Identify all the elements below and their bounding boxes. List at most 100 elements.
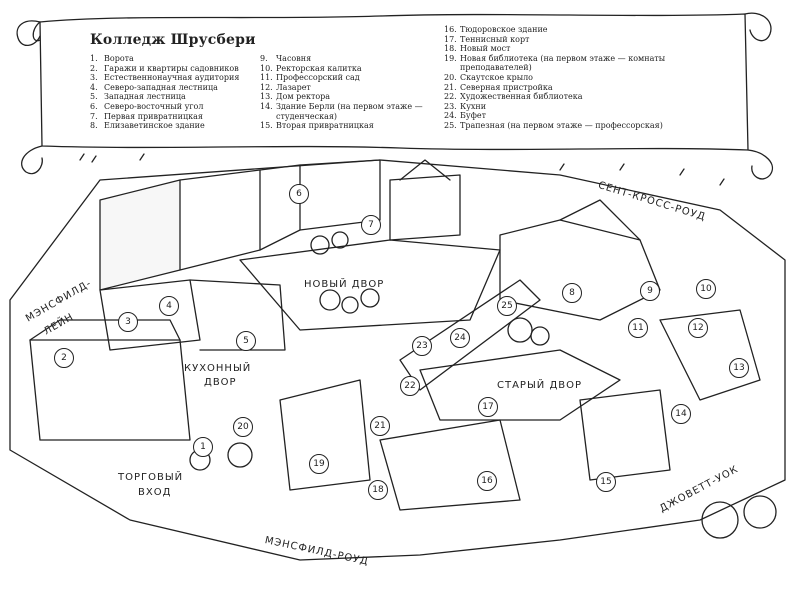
legend-num: 25. [444,120,457,130]
legend-text: Лазарет [276,82,311,92]
legend-item: 14.Здание Берли (на первом этаже — студе… [260,102,445,121]
marker-20: 20 [233,417,253,437]
legend-num: 4. [90,82,98,92]
legend-num: 20. [444,72,457,82]
legend-column-3: 16.Тюдоровское здание 17.Теннисный корт … [444,25,674,131]
legend-item: 6. Северо-восточный угол [90,102,265,112]
marker-15: 15 [596,472,616,492]
label-kitchen-court-2: двор [204,377,237,388]
legend-item: 18.Новый мост [444,44,674,54]
legend-text: Новая библиотека (на первом этаже — комн… [460,53,666,73]
legend-num: 17. [444,34,457,44]
legend-num: 18. [444,44,457,54]
marker-9: 9 [640,281,660,301]
marker-1: 1 [193,437,213,457]
legend-item: 3. Естественнонаучная аудитория [90,73,265,83]
legend-num: 13. [260,92,273,102]
legend-text: Елизаветинское здание [104,121,205,131]
legend-num: 9. [260,54,268,63]
legend-text: Северо-восточный угол [104,101,204,111]
legend-item: 12.Лазарет [260,83,445,93]
legend-text: Ректорская калитка [276,63,362,73]
marker-23: 23 [412,336,432,356]
scroll-banner [16,12,773,180]
marker-8: 8 [562,283,582,303]
legend-item: 22.Художественная библиотека [444,92,674,102]
legend-text: Часовня [276,54,312,63]
marker-12: 12 [688,318,708,338]
legend-text: Ворота [104,54,134,63]
legend-text: Дом ректора [276,92,331,102]
legend-item: 7. Первая привратницкая [90,112,265,122]
legend-text: Теннисный корт [460,34,530,44]
marker-22: 22 [400,376,420,396]
label-trade-entrance-2: вход [138,487,172,498]
legend-num: 5. [90,92,98,102]
legend-text: Первая привратницкая [104,111,203,121]
marker-10: 10 [696,279,716,299]
legend-text: Северная пристройка [460,82,553,92]
marker-2: 2 [54,348,74,368]
legend-num: 22. [444,92,457,102]
legend-item: 4. Северо-западная лестница [90,83,265,93]
legend-text: Профессорский сад [276,73,360,83]
legend-item: 2.Гаражи и квартиры садовников [90,64,265,74]
marker-17: 17 [478,397,498,417]
marker-13: 13 [729,358,749,378]
road-outline [9,159,786,561]
legend-item: 23.Кухни [444,102,674,112]
legend-item: 25.Трапезная (на первом этаже — профессо… [444,121,674,131]
marker-14: 14 [671,404,691,424]
legend-text: Вторая привратницкая [276,121,374,131]
legend-item: 24.Буфет [444,111,674,121]
map-legend: Колледж Шрусбери 1. Ворота 2.Гаражи и ква… [80,25,680,148]
legend-title: Колледж Шрусбери [90,32,256,48]
marker-21: 21 [370,416,390,436]
legend-item: 19.Новая библиотека (на первом этаже — к… [444,54,674,73]
legend-column-2: 9. Часовня 10.Ректорская калитка 11.Профе… [260,54,445,131]
legend-num: 21. [444,82,457,92]
legend-text: Художественная библиотека [460,92,583,102]
legend-item: 5. Западная лестница [90,92,265,102]
legend-text: Здание Берли (на первом этаже — студенче… [276,101,423,121]
legend-item: 9. Часовня [260,54,445,64]
marker-19: 19 [309,454,329,474]
legend-item: 15.Вторая привратницкая [260,121,445,131]
legend-num: 16. [444,25,457,34]
legend-text: Естественнонаучная аудитория [104,73,240,83]
legend-num: 14. [260,101,273,111]
legend-num: 19. [444,53,457,63]
legend-item: 21.Северная пристройка [444,83,674,93]
marker-4: 4 [159,296,179,316]
marker-11: 11 [628,318,648,338]
marker-16: 16 [477,471,497,491]
legend-text: Тюдоровское здание [460,25,548,34]
marker-6: 6 [289,184,309,204]
legend-column-1: 1.Ворота 2.Гаражи и квартиры садовников … [90,54,265,131]
label-trade-entrance-1: Торговый [118,472,184,483]
legend-item: 20.Скаутское крыло [444,73,674,83]
marker-7: 7 [361,215,381,235]
legend-num: 7. [90,111,98,121]
legend-num: 24. [444,111,457,121]
legend-num: 8. [90,121,98,131]
legend-text: Буфет [460,111,487,121]
legend-item: 11.Профессорский сад [260,73,445,83]
legend-text: Северо-западная лестница [104,82,218,92]
legend-num: 1. [90,54,98,63]
legend-num: 6. [90,101,98,111]
legend-num: 12. [260,82,273,92]
legend-item: 16.Тюдоровское здание [444,25,674,35]
legend-text: Западная лестница [104,92,186,102]
marker-18: 18 [368,480,388,500]
legend-num: 3. [90,73,98,83]
legend-num: 15. [260,121,273,131]
label-new-court: Новый двор [304,279,385,290]
legend-num: 10. [260,63,273,73]
legend-num: 2. [90,63,98,73]
legend-text: Кухни [460,101,487,111]
legend-num: 23. [444,101,457,111]
legend-text: Скаутское крыло [460,72,533,82]
marker-25: 25 [497,296,517,316]
